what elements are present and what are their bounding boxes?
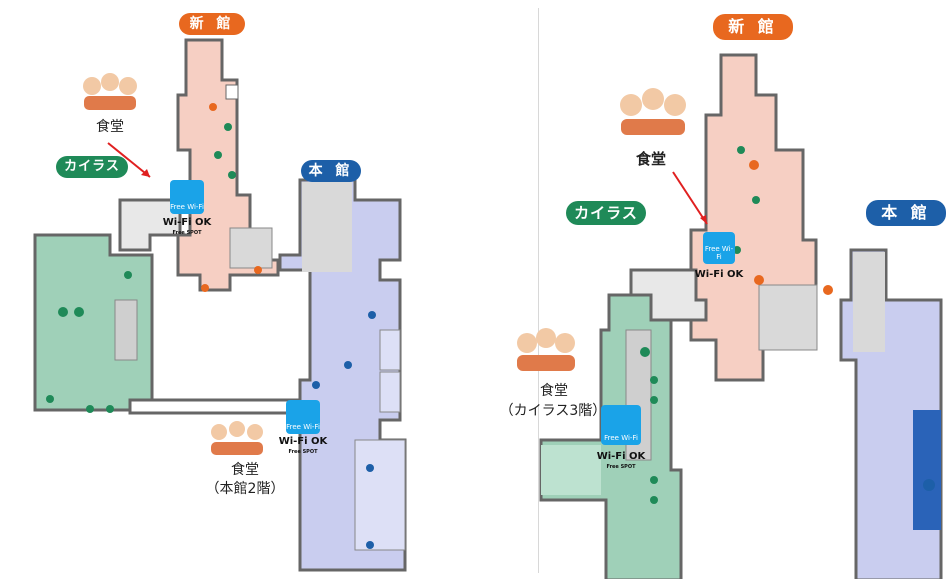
right-wifi-badge-bottom: Free Wi-Fi bbox=[601, 405, 641, 445]
wifi-ok-text: Wi-Fi OK bbox=[694, 269, 744, 280]
left-dining-people-icon-2 bbox=[205, 419, 269, 457]
left-shokudo-arrow bbox=[107, 142, 151, 178]
right-shinkan-rooms bbox=[758, 284, 818, 351]
left-kairasu-core bbox=[114, 299, 138, 361]
right-wifi-ok-top: Wi-Fi OK bbox=[694, 270, 744, 280]
wifi-badge-text: Free Wi-Fi bbox=[604, 434, 638, 442]
left-corridor bbox=[128, 398, 307, 415]
left-floorplan-drawing bbox=[33, 38, 407, 572]
left-honkan-room-3 bbox=[354, 439, 406, 551]
panel-divider bbox=[538, 8, 539, 573]
wifi-ok-text: Wi-Fi OK bbox=[162, 217, 212, 228]
left-floor-map: 新 館 本 館 カイラス 食堂 Free Wi-Fi Wi-Fi OK Free… bbox=[33, 13, 407, 572]
left-shinkan-rooms bbox=[229, 227, 273, 269]
wifi-spot-text: Free SPOT bbox=[288, 449, 318, 455]
right-wifi-ok-bottom: Wi-Fi OK Free SPOT bbox=[591, 452, 651, 472]
left-shinkan-stairs bbox=[225, 84, 239, 100]
left-kairasu-building bbox=[33, 233, 154, 412]
left-wifi-ok-bottom: Wi-Fi OK Free SPOT bbox=[276, 437, 330, 457]
right-shokudo-top-label: 食堂 bbox=[635, 150, 666, 168]
left-shokudo-bottom-note: （本館2階） bbox=[205, 481, 285, 497]
right-floor-map: 新 館 本 館 カイラス 食堂 Free Wi-Fi Wi-Fi OK 食堂 （… bbox=[500, 0, 946, 579]
right-shokudo-side-note: （カイラス3階） bbox=[499, 403, 607, 419]
left-shokudo-bottom-label: 食堂 bbox=[231, 462, 259, 478]
left-honkan-label: 本 館 bbox=[301, 160, 361, 182]
right-shokudo-arrow bbox=[672, 171, 708, 225]
right-kairasu-wing bbox=[541, 445, 601, 495]
left-shinkan-label: 新 館 bbox=[179, 13, 245, 35]
wifi-spot-text: Free SPOT bbox=[606, 464, 636, 470]
wifi-spot-text: Free SPOT bbox=[172, 230, 202, 236]
left-shokudo-top-label: 食堂 bbox=[96, 119, 124, 135]
wifi-ok-text: Wi-Fi OK bbox=[278, 436, 328, 447]
wifi-badge-text: Free Wi-Fi bbox=[170, 203, 204, 211]
wifi-badge-text: Free Wi-Fi bbox=[704, 245, 734, 261]
right-shinkan-label: 新 館 bbox=[713, 14, 793, 40]
right-dining-people-icon-2 bbox=[511, 325, 581, 373]
left-kairasu-label: カイラス bbox=[56, 156, 128, 178]
right-kairasu-label: カイラス bbox=[566, 201, 646, 225]
left-honkan-gray-block bbox=[302, 182, 352, 272]
right-honkan-label: 本 館 bbox=[866, 200, 946, 226]
right-honkan-gray-block bbox=[853, 252, 885, 352]
right-shokudo-side-label: 食堂 bbox=[540, 383, 568, 399]
right-honkan-blue-strip bbox=[913, 410, 941, 530]
wifi-badge-text: Free Wi-Fi bbox=[286, 423, 320, 431]
left-honkan-room-2 bbox=[379, 371, 401, 413]
wifi-ok-text: Wi-Fi OK bbox=[596, 451, 646, 462]
left-dining-people-icon bbox=[78, 72, 142, 112]
right-floorplan-drawing bbox=[539, 53, 943, 579]
left-wifi-ok-top: Wi-Fi OK Free SPOT bbox=[160, 218, 214, 238]
left-wifi-badge-bottom: Free Wi-Fi bbox=[286, 400, 320, 434]
right-dining-people-icon bbox=[613, 85, 693, 137]
left-wifi-badge-top: Free Wi-Fi bbox=[170, 180, 204, 214]
left-honkan-room-1 bbox=[379, 329, 401, 371]
right-wifi-badge-top: Free Wi-Fi bbox=[703, 232, 735, 264]
left-shinkan-building bbox=[176, 38, 280, 292]
